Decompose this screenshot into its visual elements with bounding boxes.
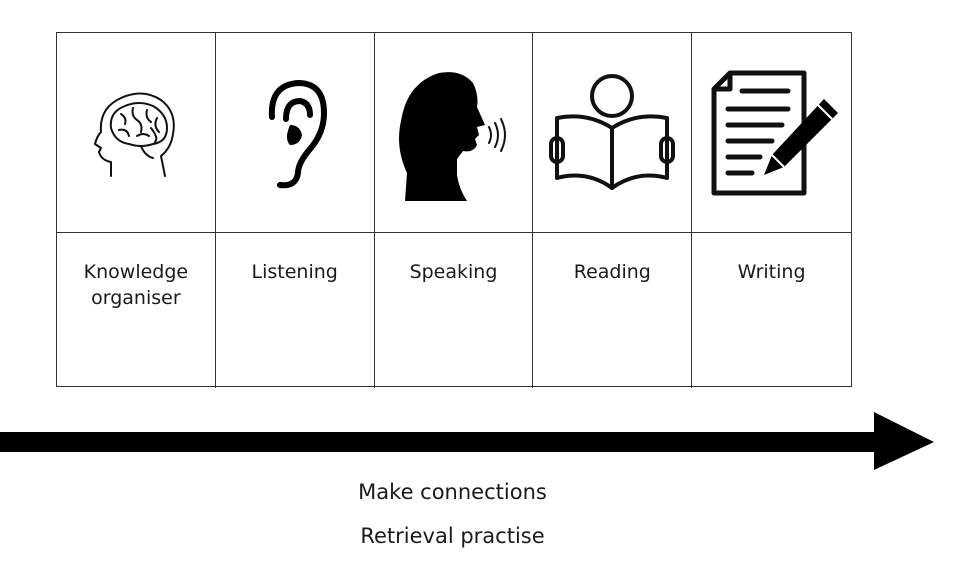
label-listening: Listening — [216, 233, 375, 388]
progress-arrow — [0, 412, 934, 470]
cell-icon-speaking — [374, 33, 534, 233]
label-reading: Reading — [533, 233, 693, 388]
arrow-head — [874, 412, 934, 470]
label-speaking: Speaking — [375, 233, 534, 388]
document-pencil-icon — [711, 70, 838, 195]
reader-book-icon — [549, 73, 676, 190]
skills-table: Knowledge organiser Listening Speaking R… — [56, 32, 852, 388]
cell-icon-reading — [533, 33, 693, 233]
label-knowledge-organiser: Knowledge organiser — [57, 233, 216, 388]
caption-retrieval-practise: Retrieval practise — [360, 524, 545, 548]
cell-icon-writing — [692, 33, 851, 233]
speaking-head-icon — [399, 71, 507, 201]
arrow-shaft — [0, 432, 880, 452]
label-writing: Writing — [737, 261, 806, 283]
caption-make-connections: Make connections — [358, 480, 547, 504]
brain-head-icon — [93, 92, 175, 177]
ear-icon — [268, 79, 327, 188]
cell-icon-knowledge — [57, 33, 216, 233]
cell-icon-listening — [215, 33, 375, 233]
